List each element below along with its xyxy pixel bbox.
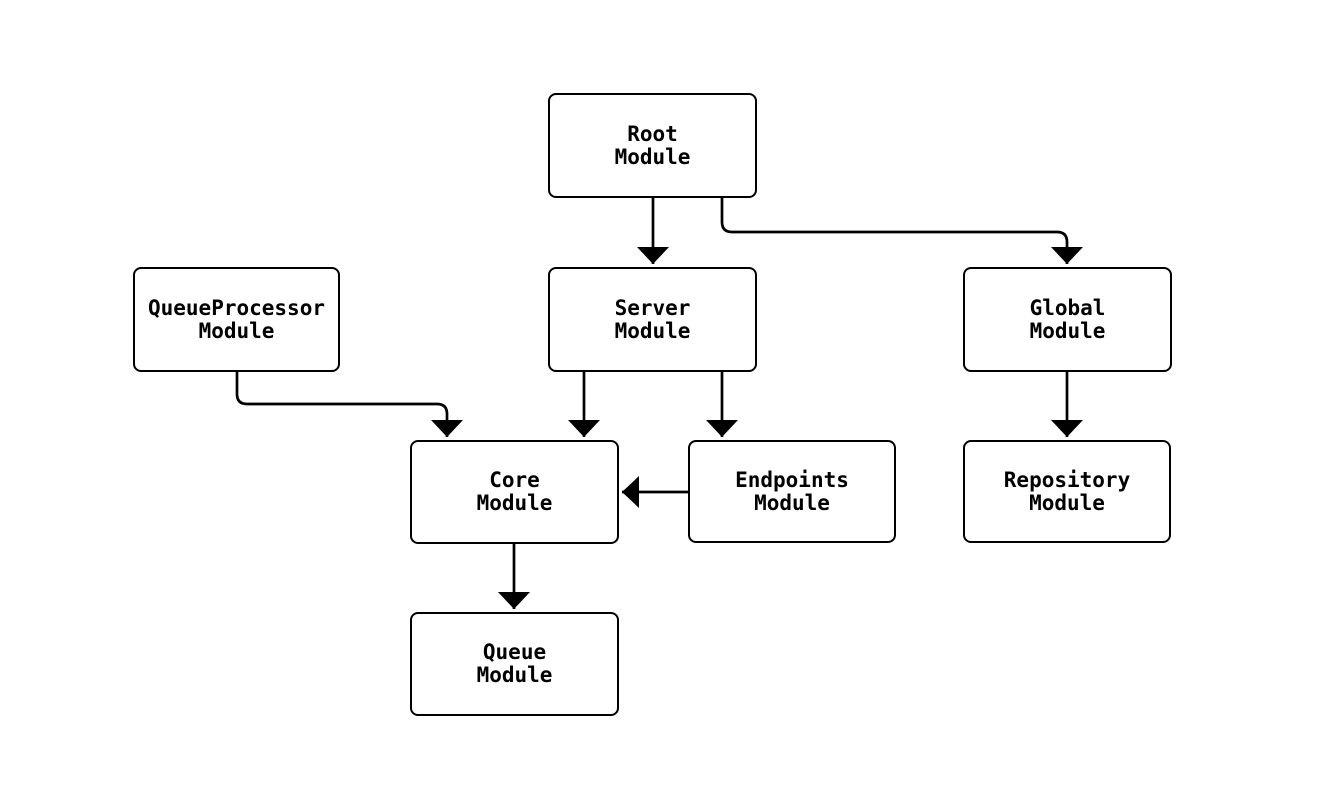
node-server-label-line: Module <box>614 318 691 343</box>
node-endpoints-label-line: Endpoints <box>735 467 849 492</box>
node-global-label-line: Module <box>1029 318 1106 343</box>
node-core-label-line: Module <box>476 491 553 515</box>
node-root-label-line: Module <box>614 144 691 169</box>
edge-queueprocessor-to-core <box>235 372 463 437</box>
node-queueprocessor-label-line: QueueProcessor <box>147 295 325 320</box>
node-endpoints-label-line: Module <box>754 490 830 515</box>
node-repository-label-line: Module <box>1029 490 1105 515</box>
node-root-label-line: Root <box>627 121 678 146</box>
node-core-label-line: Core <box>489 468 540 492</box>
node-queueprocessor-label-line: Module <box>198 318 275 343</box>
node-server-label-line: Server <box>614 295 691 320</box>
edge-root-to-global <box>720 198 1083 264</box>
node-repository-label-line: Repository <box>1003 467 1131 492</box>
node-global-label-line: Global <box>1029 295 1106 320</box>
node-queue-label-line: Module <box>476 663 553 687</box>
node-queue-label-line: Queue <box>482 640 547 664</box>
